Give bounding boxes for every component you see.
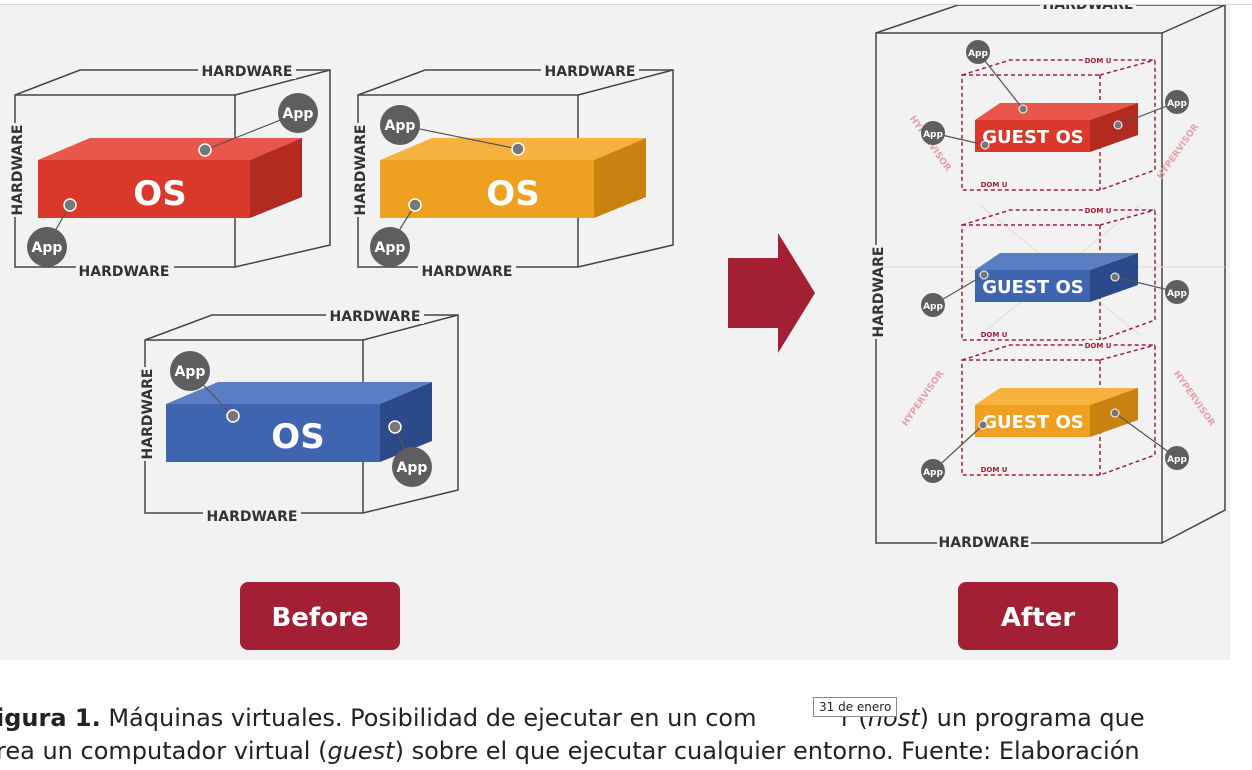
connector-dot xyxy=(388,420,402,434)
app-bubble-2b xyxy=(370,227,410,267)
app-bubble-g1c xyxy=(1165,90,1189,114)
figure-number: igura 1. xyxy=(0,704,101,732)
hardware-label-after-bottom: HARDWARE xyxy=(939,535,1030,551)
dom-u-label: DOM U xyxy=(1085,342,1112,350)
os-label-red: OS xyxy=(133,174,186,214)
hardware-label-after-side: HARDWARE xyxy=(871,247,887,338)
hardware-label-top-1: HARDWARE xyxy=(202,64,293,80)
os-slab-red xyxy=(38,138,302,218)
app-bubble-1b xyxy=(27,227,67,267)
app-bubble-3a xyxy=(170,351,210,391)
connector-dot xyxy=(226,409,240,423)
guest-os-label-orange: GUEST OS xyxy=(982,412,1083,433)
diagram-canvas: OS HARDWARE HARDWARE HARDWARE App App OS… xyxy=(9,0,1226,650)
svg-text:App: App xyxy=(1167,289,1187,299)
hardware-label-bottom-2: HARDWARE xyxy=(422,264,513,280)
guest-os-slab-orange xyxy=(975,388,1138,437)
app-bubble-g2a xyxy=(921,293,945,317)
connector-dot xyxy=(198,143,212,157)
svg-text:App: App xyxy=(385,118,416,134)
after-hardware-box xyxy=(875,4,1226,544)
hardware-label-top-2: HARDWARE xyxy=(545,64,636,80)
svg-text:App: App xyxy=(923,302,943,312)
app-bubble-g1a xyxy=(966,40,990,64)
before-button-label: Before xyxy=(271,603,368,633)
after-button: After xyxy=(958,582,1118,650)
guest-os-slab-red xyxy=(975,103,1138,152)
svg-text:App: App xyxy=(375,240,406,256)
after-button-label: After xyxy=(1001,603,1075,633)
dom-u-label: DOM U xyxy=(981,331,1008,339)
hypervisor-label-3: HYPERVISOR xyxy=(901,369,947,428)
hardware-label-side-3: HARDWARE xyxy=(140,369,156,460)
os-label-orange: OS xyxy=(486,174,539,214)
svg-text:App: App xyxy=(923,130,943,140)
dom-u-label: DOM U xyxy=(981,181,1008,189)
svg-text:App: App xyxy=(1167,99,1187,109)
os-label-blue: OS xyxy=(271,417,324,457)
caption-line-2: rea un computador virtual (guest) sobre … xyxy=(0,737,1140,765)
guest-os-label-red: GUEST OS xyxy=(982,127,1083,148)
app-bubble-3b xyxy=(392,447,432,487)
app-bubble-g3a xyxy=(921,459,945,483)
before-button: Before xyxy=(240,582,400,650)
app-bubble-g3b xyxy=(1165,446,1189,470)
hardware-label-top-3: HARDWARE xyxy=(330,309,421,325)
hardware-label-after-top: HARDWARE xyxy=(1043,5,1134,13)
top-border xyxy=(0,4,1252,5)
os-slab-blue xyxy=(166,382,432,462)
hypervisor-label-4: HYPERVISOR xyxy=(1171,369,1217,428)
connector-dot xyxy=(511,142,525,156)
app-bubble-g2b xyxy=(1165,280,1189,304)
svg-text:App: App xyxy=(397,460,428,476)
hardware-label-bottom-1: HARDWARE xyxy=(79,264,170,280)
os-slab-orange xyxy=(380,138,646,218)
hardware-label-side-2: HARDWARE xyxy=(353,125,369,216)
date-tooltip: 31 de enero xyxy=(813,697,898,717)
svg-text:App: App xyxy=(32,240,63,256)
figure-caption: igura 1. Máquinas virtuales. Posibilidad… xyxy=(0,702,1252,768)
guest-os-label-blue: GUEST OS xyxy=(982,277,1083,298)
connector-dot xyxy=(408,198,422,212)
svg-text:App: App xyxy=(283,106,314,122)
virtualization-figure: OS HARDWARE HARDWARE HARDWARE App App OS… xyxy=(0,0,1230,660)
transition-arrow xyxy=(728,233,815,353)
svg-text:App: App xyxy=(175,364,206,380)
svg-text:App: App xyxy=(1167,455,1187,465)
dom-u-label: DOM U xyxy=(981,466,1008,474)
hardware-label-bottom-3: HARDWARE xyxy=(207,509,298,525)
dom-u-label: DOM U xyxy=(1085,57,1112,65)
caption-line-1: igura 1. Máquinas virtuales. Posibilidad… xyxy=(0,702,1252,735)
svg-text:App: App xyxy=(923,468,943,478)
connector-dot xyxy=(63,198,77,212)
hardware-label-side-1: HARDWARE xyxy=(10,125,26,216)
dom-u-label: DOM U xyxy=(1085,207,1112,215)
app-bubble-2a xyxy=(380,105,420,145)
svg-text:App: App xyxy=(968,49,988,59)
app-bubble-1a xyxy=(278,93,318,133)
app-bubble-g1b xyxy=(921,121,945,145)
